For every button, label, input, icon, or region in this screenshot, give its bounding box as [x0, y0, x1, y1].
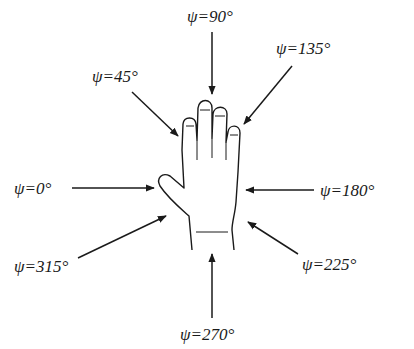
finger-gap [212, 138, 213, 158]
arrow-135 [244, 66, 292, 124]
angle-label: ψ=270° [180, 326, 234, 343]
angle-label: ψ=180° [320, 182, 374, 199]
hand [159, 101, 240, 251]
arrow-0 [72, 187, 154, 189]
direction-arrows [72, 32, 314, 318]
finger-gap [197, 140, 198, 160]
angle-label: ψ=225° [302, 256, 356, 273]
wrist-line [196, 232, 228, 233]
arrow-270 [211, 254, 213, 318]
arrow-90 [211, 32, 213, 94]
angle-label: ψ=135° [276, 40, 330, 57]
hand-outline [159, 101, 240, 251]
angle-label: ψ=45° [92, 68, 138, 85]
finger-gap [226, 142, 227, 160]
angle-label: ψ=0° [14, 180, 51, 197]
arrow-180 [246, 189, 314, 191]
angle-label: ψ=315° [14, 258, 68, 275]
angle-label: ψ=90° [187, 8, 233, 25]
arrow-225 [248, 222, 298, 254]
hand-details [186, 110, 238, 232]
arrow-315 [78, 216, 166, 258]
fingernails [186, 110, 238, 135]
arrow-45 [132, 92, 178, 136]
